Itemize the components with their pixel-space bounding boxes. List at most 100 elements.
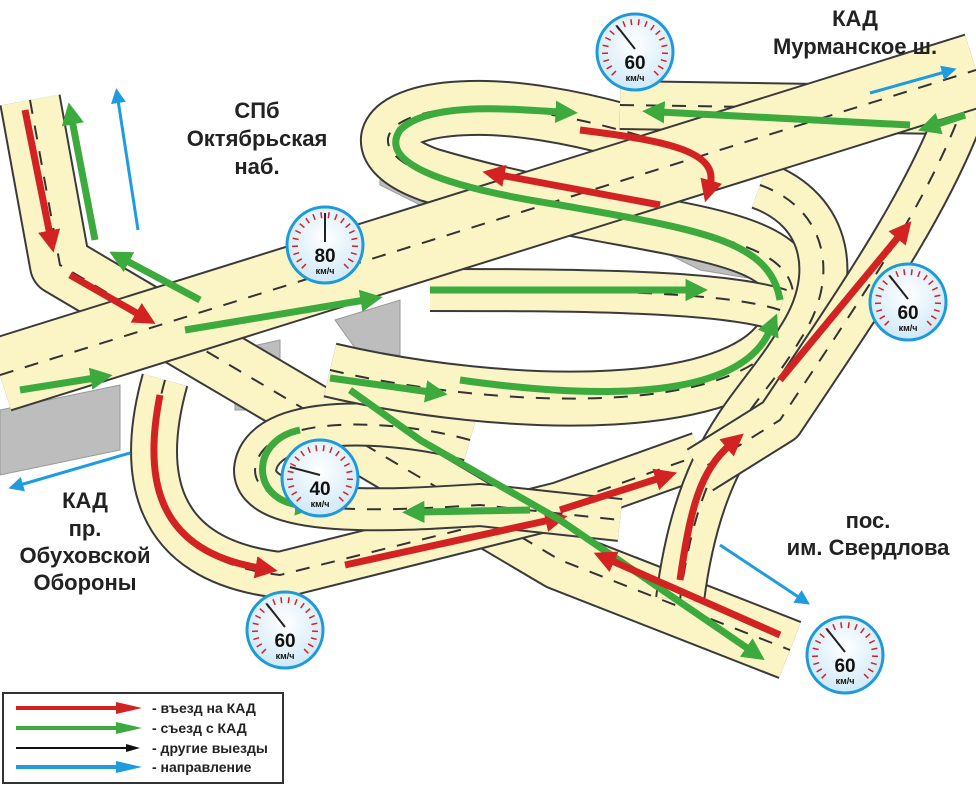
gauge-needle: [265, 603, 286, 628]
gauge-face: [285, 205, 365, 285]
gauge-tick: [868, 639, 875, 644]
gauge-tick: [910, 269, 913, 276]
gauge-tick: [320, 212, 323, 219]
gauge-value: 60: [274, 631, 295, 652]
gauge-tick: [322, 445, 325, 452]
gauge-tick: [259, 608, 265, 614]
gauge-tick: [644, 20, 648, 28]
gauge-tick: [622, 20, 626, 28]
gauge-value: 80: [314, 246, 335, 267]
gauge-tick: [290, 462, 297, 467]
gauge-tick: [296, 258, 303, 263]
gauge-tick: [307, 643, 314, 648]
gauge-tick: [657, 65, 664, 70]
gauge-tick: [895, 270, 899, 278]
gauge-tick: [876, 308, 883, 313]
legend-item-exit: - съезд с КАД: [14, 720, 247, 736]
gauge-tick: [294, 598, 298, 606]
legend-label: - съезд с КАД: [152, 720, 247, 736]
gauge-unit: км/ч: [311, 499, 330, 509]
legend-label: - направление: [152, 759, 252, 775]
gauge-tick: [340, 456, 346, 462]
gauge-unit: км/ч: [626, 73, 645, 83]
gauge-tick: [291, 491, 298, 496]
gauge-tick: [928, 280, 934, 286]
gauge-tick: [300, 602, 305, 609]
gauge-tick: [816, 668, 823, 673]
gauge-face: [245, 590, 325, 670]
gauge-tick: [606, 65, 613, 70]
gauge-tick: [832, 623, 836, 631]
gauge-tick: [658, 36, 665, 41]
gauge-tick: [660, 58, 667, 63]
gauge-tick: [345, 223, 351, 229]
gauge-face: [805, 615, 885, 695]
gauge-tick: [310, 636, 317, 641]
gauge-tick: [605, 36, 612, 41]
gauge-tick: [931, 286, 938, 291]
gauge-tick: [300, 450, 305, 457]
gauge-tick: [923, 274, 928, 281]
gauge-tick: [305, 608, 311, 614]
gauge-tick: [307, 446, 311, 454]
gauge-tick: [261, 648, 267, 654]
gauge-tick: [865, 633, 871, 639]
gauge-tick: [272, 598, 276, 606]
gauge-tick: [301, 263, 307, 269]
gauge-tick: [287, 597, 290, 604]
gauge-tick: [312, 213, 316, 221]
gauge-tick: [917, 270, 921, 278]
gauge-tick: [884, 320, 890, 326]
gauge-unit: км/ч: [836, 676, 855, 686]
gauge-tick: [840, 622, 843, 629]
gauge-tick: [299, 223, 305, 229]
gauge-tick: [854, 623, 858, 631]
gauge-tick: [292, 237, 299, 241]
gauge-tick: [256, 643, 263, 648]
road-surface: [687, 92, 976, 490]
gauge-tick: [815, 639, 822, 644]
gauge-tick: [288, 484, 295, 489]
speed-gauge-60-top: 60 км/ч: [595, 12, 675, 92]
speed-gauge-60-bottom-right: 60 км/ч: [805, 615, 885, 695]
gauge-tick: [340, 217, 345, 224]
gauge-tick: [335, 450, 340, 457]
gauge-tick: [926, 320, 932, 326]
gauge-tick: [334, 213, 338, 221]
legend-item-other: - другие выезды: [14, 740, 268, 756]
gauge-tick: [293, 251, 300, 256]
gauge-needle: [825, 628, 846, 653]
gauge-tick: [870, 661, 877, 666]
speed-gauge-60-bottom-left: 60 км/ч: [245, 590, 325, 670]
gauge-tick: [296, 496, 302, 502]
gauge-value: 40: [309, 479, 330, 500]
gauge-tick: [879, 315, 886, 320]
gauge-tick: [661, 44, 668, 48]
gauge-tick: [821, 673, 827, 679]
gauge-unit: км/ч: [316, 266, 335, 276]
gauge-tick: [878, 286, 885, 291]
gauge-tick: [653, 70, 659, 76]
gauge-tick: [252, 622, 259, 626]
gauge-tick: [345, 484, 352, 489]
gauge-unit: км/ч: [899, 323, 918, 333]
gauge-tick: [351, 237, 358, 241]
gauge-tick: [655, 30, 661, 36]
gauge-tick: [860, 627, 865, 634]
gauge-tick: [350, 251, 357, 256]
speed-gauge-80: 80 км/ч: [285, 205, 365, 285]
gauge-tick: [867, 668, 874, 673]
gauge-needle: [289, 466, 321, 476]
legend-item-entry: - въезд на КАД: [14, 700, 256, 716]
gauge-tick: [637, 19, 640, 26]
gauge-tick: [602, 44, 609, 48]
gauge-tick: [630, 19, 633, 26]
gauge-value: 60: [624, 53, 645, 74]
gauge-tick: [611, 70, 617, 76]
road-segment: [655, 161, 849, 604]
